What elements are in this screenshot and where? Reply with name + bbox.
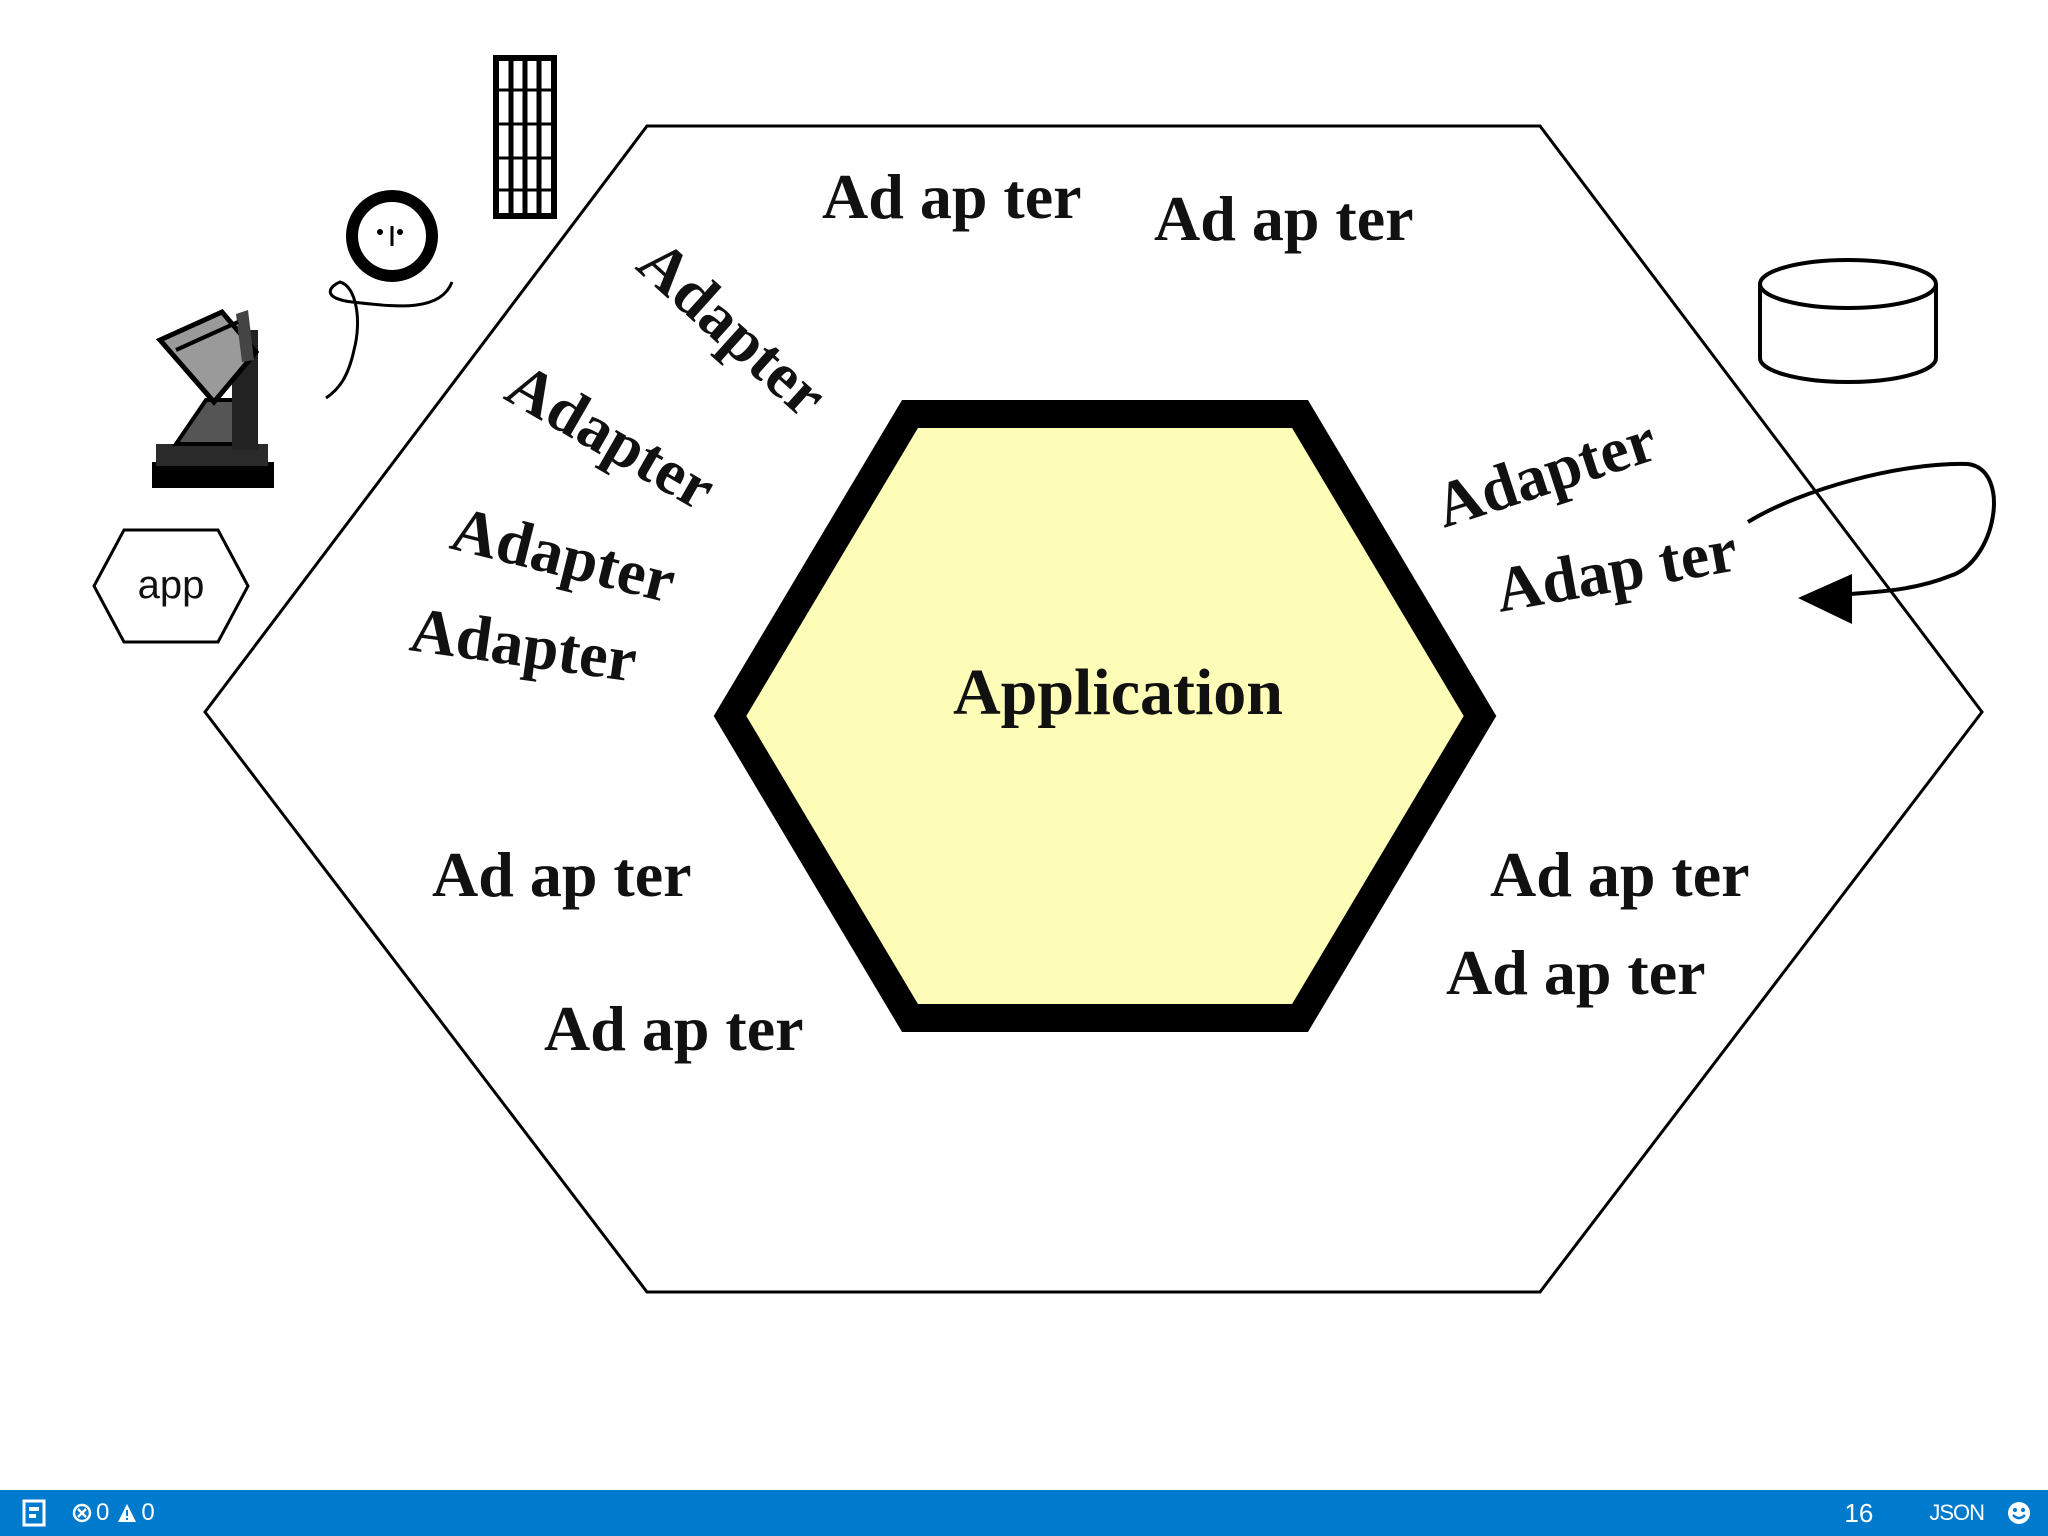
mini-app-icon: app — [92, 528, 250, 644]
user-icon — [325, 190, 454, 400]
problems-indicator[interactable]: 0 0 — [72, 1499, 155, 1527]
adapter-label-lower-left-1: Ad ap ter — [432, 839, 692, 910]
database-icon — [1758, 258, 1938, 384]
status-bar: 0 0 16 JSON — [0, 1490, 2048, 1536]
application-label: Application — [953, 656, 1283, 729]
application-hexagon — [713, 400, 1497, 1032]
mini-app-label: app — [138, 563, 205, 607]
error-count: 0 — [96, 1499, 110, 1526]
adapter-label-top-1: Ad ap ter — [822, 161, 1082, 232]
page-number[interactable]: 16 — [1844, 1497, 1874, 1528]
adapter-label-lower-left-2: Ad ap ter — [544, 993, 804, 1064]
adapter-label-top-2: Ad ap ter — [1154, 183, 1414, 254]
error-icon — [72, 1503, 92, 1523]
diagram-canvas: Application Ad ap ter Ad ap ter Adapter … — [92, 55, 1996, 1294]
adapter-label-lower-right-1: Ad ap ter — [1490, 839, 1750, 910]
warning-icon — [117, 1503, 137, 1523]
hexagonal-architecture-diagram: Application Ad ap ter Ad ap ter Adapter … — [92, 55, 1996, 1294]
remote-icon[interactable] — [22, 1499, 46, 1527]
adapter-label-lower-right-2: Ad ap ter — [1446, 937, 1706, 1008]
satellite-dish-icon — [152, 308, 274, 488]
warning-count: 0 — [141, 1499, 155, 1526]
feedback-smiley-icon[interactable] — [2006, 1500, 2032, 1526]
feedback-arrow-icon — [1746, 461, 1996, 624]
language-mode[interactable]: JSON — [1929, 1500, 1985, 1525]
building-icon — [493, 55, 557, 219]
